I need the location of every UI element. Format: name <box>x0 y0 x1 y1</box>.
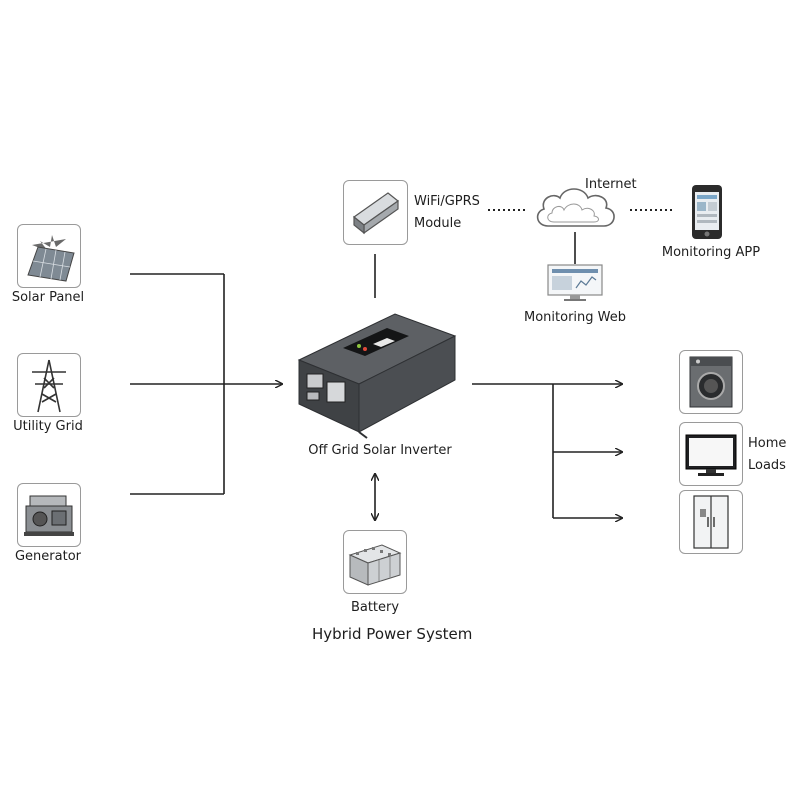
monitoring-app-label: Monitoring APP <box>661 245 761 260</box>
cloud-icon <box>536 188 615 227</box>
power-tower-icon <box>32 359 66 413</box>
utility-grid-label: Utility Grid <box>13 419 83 434</box>
generator-box <box>17 483 81 547</box>
generator-icon <box>24 495 74 536</box>
battery-label: Battery <box>350 600 400 615</box>
generator-label: Generator <box>14 549 81 564</box>
refrigerator-box <box>679 490 743 554</box>
battery-icon <box>348 544 402 586</box>
washing-machine-icon <box>689 356 733 408</box>
monitor-icon <box>547 264 603 301</box>
wifi-module-label-line2: Module <box>414 216 462 231</box>
input-lines <box>130 273 282 495</box>
utility-grid-box <box>17 353 81 417</box>
home-loads-label-line2: Loads <box>748 458 786 473</box>
refrigerator-icon <box>693 495 729 549</box>
home-loads-label-line1: Home <box>748 436 787 451</box>
solar-panel-icon <box>27 235 75 282</box>
battery-box <box>343 530 407 594</box>
diagram-caption: Hybrid Power System <box>312 625 473 643</box>
inverter-icon <box>297 313 457 439</box>
monitoring-web-label: Monitoring Web <box>524 310 626 325</box>
wifi-module-label-line1: WiFi/GPRS <box>414 194 480 209</box>
solar-panel-box <box>17 224 81 288</box>
wifi-module-icon <box>353 192 399 235</box>
output-lines <box>472 384 622 518</box>
television-box <box>679 422 743 486</box>
smartphone-icon <box>692 185 722 239</box>
inverter-label: Off Grid Solar Inverter <box>308 443 452 458</box>
internet-label: Internet <box>585 177 637 192</box>
washing-machine-box <box>679 350 743 414</box>
television-icon <box>685 434 737 476</box>
solar-panel-label: Solar Panel <box>11 290 85 305</box>
wifi-module-box <box>343 180 408 245</box>
